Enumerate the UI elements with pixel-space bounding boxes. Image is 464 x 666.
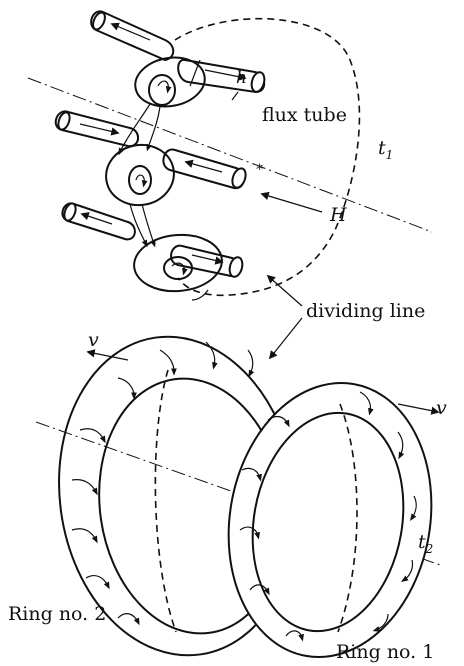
top-panel: * h flux tube t1 H xyxy=(27,10,433,301)
label-H: H xyxy=(329,204,347,226)
flux-tube-row-2 xyxy=(54,110,247,190)
label-v-right: v xyxy=(436,397,447,419)
label-v-left: v xyxy=(88,329,99,351)
label-t2: t2 xyxy=(418,531,433,556)
flux-tube-row-3 xyxy=(61,202,244,278)
dashed-boundary-top xyxy=(174,18,361,297)
dividing-line-callout: dividing line xyxy=(266,274,425,360)
bottom-panel: v v t2 Ring no. 2 Ring no. 1 xyxy=(8,329,447,663)
ring-no-1 xyxy=(227,381,433,659)
H-arrow xyxy=(260,191,323,213)
h-dimension-line xyxy=(231,91,239,101)
velocity-arrow-left xyxy=(86,349,129,361)
label-t1: t1 xyxy=(378,137,393,162)
label-ring-no-1: Ring no. 1 xyxy=(336,641,434,663)
label-h: h xyxy=(236,68,247,88)
flux-tube-row-1 xyxy=(90,10,266,94)
velocity-arrow-right xyxy=(397,403,440,415)
vortex-loops xyxy=(105,56,223,301)
label-ring-no-2: Ring no. 2 xyxy=(8,603,106,625)
star-mark: * xyxy=(256,162,263,178)
label-flux-tube: flux tube xyxy=(262,104,347,126)
label-dividing-line: dividing line xyxy=(306,300,425,322)
symmetry-axis-top xyxy=(27,77,433,233)
